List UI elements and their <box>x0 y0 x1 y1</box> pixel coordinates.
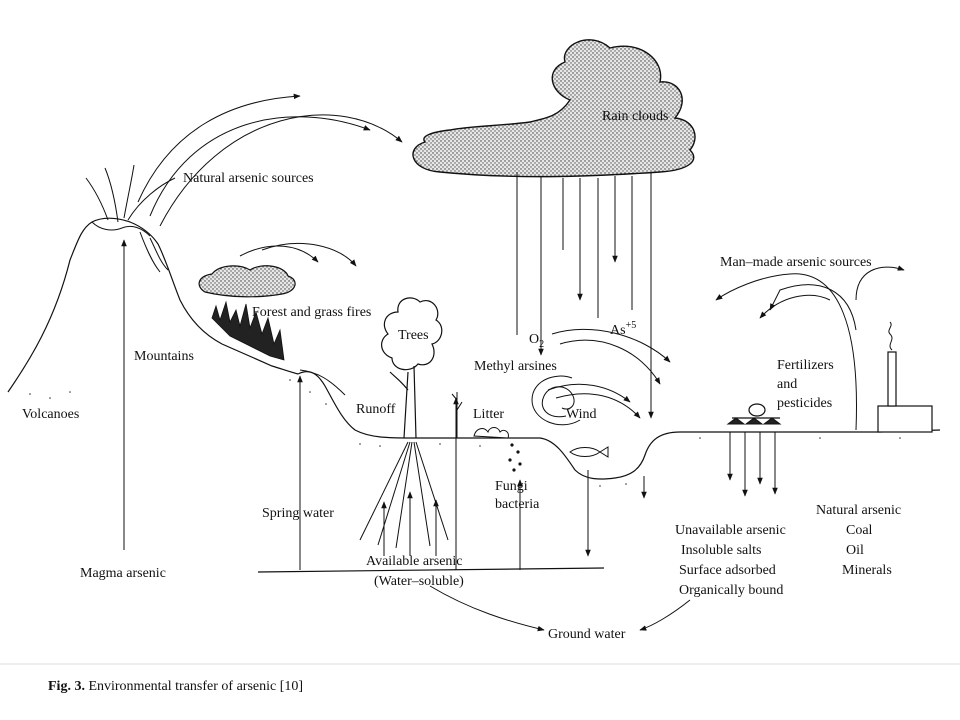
fungi-spores <box>508 443 522 472</box>
label-wind: Wind <box>566 407 597 422</box>
label-as5: As+5 <box>610 320 636 338</box>
root-arrows <box>359 441 449 556</box>
label-o2: O2 <box>529 332 544 350</box>
label-natural-arsenic-2: Coal <box>846 523 873 538</box>
rain-cloud <box>412 39 696 178</box>
figure-caption: Fig. 3. Environmental transfer of arseni… <box>48 679 303 694</box>
tree-trunk <box>389 365 417 439</box>
runoff-stream <box>299 369 346 396</box>
tree-canopy <box>381 297 443 371</box>
label-available-1: Available arsenic <box>366 554 463 569</box>
fertilizer-arrows <box>727 432 778 497</box>
label-fertilizers-2: and <box>777 377 797 392</box>
label-natural-arsenic-3: Oil <box>846 543 864 558</box>
label-methyl-arsines: Methyl arsines <box>474 359 557 374</box>
label-bacteria: bacteria <box>495 497 540 512</box>
methylation-arrows <box>547 328 671 419</box>
label-fertilizers-3: pesticides <box>777 396 832 411</box>
label-natural-sources: Natural arsenic sources <box>183 171 314 186</box>
available-arsenic-line <box>257 567 605 573</box>
volcano-crater <box>91 221 151 237</box>
label-fertilizers-1: Fertilizers <box>777 358 834 373</box>
label-spring-water: Spring water <box>262 506 334 521</box>
label-trees: Trees <box>398 328 429 343</box>
label-ground-water: Ground water <box>548 627 626 642</box>
label-litter: Litter <box>473 407 504 422</box>
volcano-plumes <box>85 164 176 223</box>
volcano-ridge <box>139 231 169 273</box>
label-volcanoes: Volcanoes <box>22 407 79 422</box>
label-forest-fires: Forest and grass fires <box>252 305 371 320</box>
label-magma-arsenic: Magma arsenic <box>80 566 166 581</box>
man-made-arrows <box>715 265 905 431</box>
label-runoff: Runoff <box>356 402 396 417</box>
fire-flames <box>211 300 285 361</box>
factory <box>877 321 933 433</box>
grass-plant <box>451 392 463 438</box>
label-mountains: Mountains <box>134 349 194 364</box>
label-unavailable-3: Surface adsorbed <box>679 563 776 578</box>
sprayer-equipment <box>726 403 782 425</box>
label-unavailable-4: Organically bound <box>679 583 783 598</box>
label-natural-arsenic-1: Natural arsenic <box>816 503 901 518</box>
fish <box>569 446 609 458</box>
rain-lines <box>516 172 654 419</box>
label-man-made-sources: Man–made arsenic sources <box>720 255 872 270</box>
soil-speckles <box>29 379 901 487</box>
upward-arrows <box>121 239 647 570</box>
label-fungi: Fungi <box>495 479 528 494</box>
smoke-cloud <box>198 265 296 298</box>
natural-source-arrows <box>137 93 403 227</box>
label-rain-clouds: Rain clouds <box>602 109 669 124</box>
litter <box>473 427 509 439</box>
smoke-arrows <box>239 243 357 267</box>
label-unavailable-1: Unavailable arsenic <box>675 523 786 538</box>
ground-water-arrows <box>429 585 691 632</box>
label-natural-arsenic-4: Minerals <box>842 563 892 578</box>
terrain-line <box>7 217 299 393</box>
label-available-2: (Water–soluble) <box>374 574 464 589</box>
ground-line <box>297 371 941 480</box>
label-unavailable-2: Insoluble salts <box>681 543 762 558</box>
